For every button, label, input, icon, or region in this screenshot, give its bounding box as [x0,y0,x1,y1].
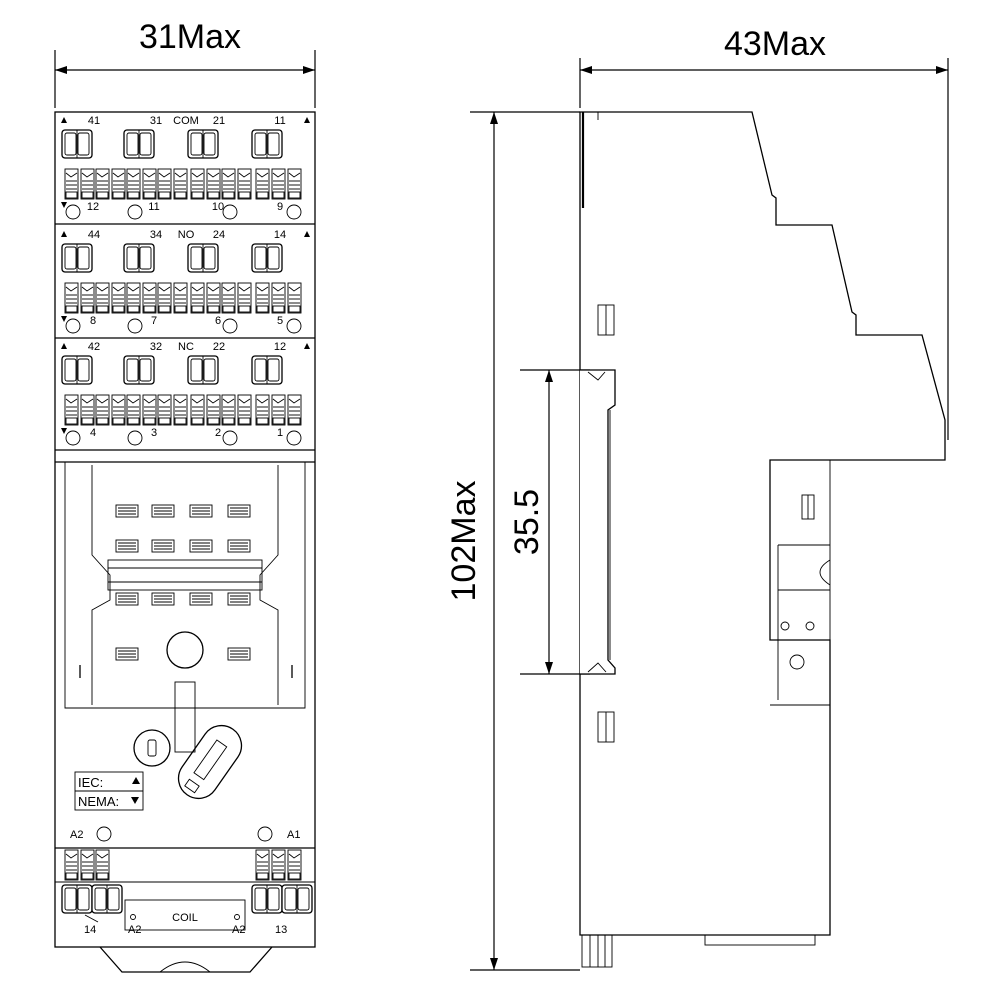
depth-dimension-label: 43Max [724,25,826,63]
terminal-bottom-label: 8 [90,315,96,327]
coil-label: COIL [172,912,198,924]
iec-label: IEC: [78,775,103,790]
terminal-top-label: 31 [150,115,162,127]
terminal-top-label: 22 [213,341,225,353]
coil-a2-right: A2 [232,924,245,936]
height-dimension-label: 102Max [445,481,483,602]
terminal-top-label: 34 [150,229,162,241]
terminal-top-label: 24 [213,229,225,241]
terminal-bottom-label: 12 [87,201,99,213]
terminal-top-label: 42 [88,341,100,353]
a1-label: A1 [287,829,300,841]
coil-terminal-block: A2 A1 COIL A2 A2 14 13 [55,826,315,936]
terminal-bottom-label: 5 [277,315,283,327]
release-lever [174,681,196,753]
width-dimension: 31Max [54,18,316,108]
bottom-latch [99,946,273,973]
terminal-top-label: 41 [88,115,100,127]
nema-label: NEMA: [78,794,119,809]
width-dimension-label: 31Max [139,18,241,56]
terminal-top-label: 44 [88,229,100,241]
terminal-bottom-label: 7 [151,315,157,327]
center-hole [166,631,204,669]
terminal-bottom-label: 6 [215,315,221,327]
height-dimension: 102Max [445,111,580,971]
terminal-row: 44 34 NO 24 14 8 7 6 5 [55,229,315,339]
terminal-14-label: 14 [84,924,96,936]
rail-dimension-label: 35.5 [508,489,546,555]
terminal-top-label: 32 [150,341,162,353]
iec-nema-legend: IEC: NEMA: [74,771,144,811]
socket-body-outline [54,111,316,948]
terminal-top-label: 14 [274,229,286,241]
terminal-bottom-label: 3 [151,427,157,439]
terminal-top-label: NC [178,341,194,353]
a2-label: A2 [70,829,83,841]
terminal-top-label: NO [178,229,195,241]
coil-a2-left: A2 [128,924,141,936]
terminal-top-label: COM [173,115,199,127]
terminal-top-label: 21 [213,115,225,127]
terminal-bottom-label: 2 [215,427,221,439]
terminal-top-label: 11 [274,115,285,127]
terminal-13-label: 13 [275,924,287,936]
terminal-row: 41 31 COM 21 11 12 11 10 9 [55,115,315,225]
terminal-bottom-label: 11 [148,201,159,213]
terminal-bottom-label: 10 [212,201,224,213]
terminal-bottom-label: 4 [90,427,96,439]
relay-socket-area: IEC: NEMA: [55,461,315,811]
side-profile-outline [579,111,946,936]
side-view: 43Max 102Max 35.5 [445,25,949,971]
rail-dimension: 35.5 [508,369,590,675]
terminal-bottom-label: 1 [277,427,283,439]
terminal-bottom-label: 9 [277,201,283,213]
depth-dimension: 43Max [579,25,949,440]
terminal-top-label: 12 [274,341,286,353]
